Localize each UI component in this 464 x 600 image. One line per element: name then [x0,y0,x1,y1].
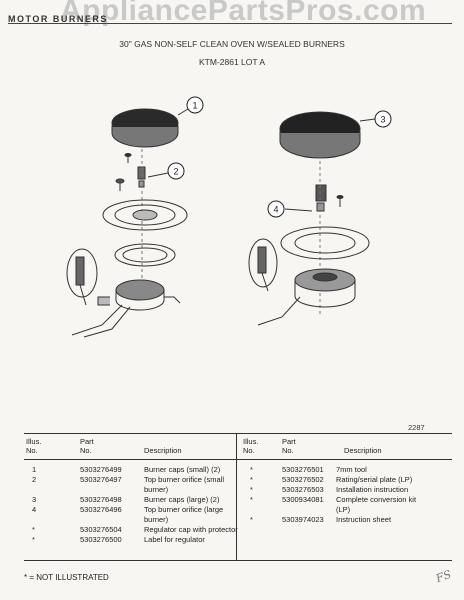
burner-base-plate [280,226,370,260]
right-parts-list: * 5303276501 7mm tool * 5303276502 Rating/ser… [0,465,464,555]
description-header-right: Description [344,446,382,455]
illus-cell: * [32,525,35,534]
section-label: MOTOR BURNERS [8,14,108,24]
svg-text:4: 4 [273,205,278,215]
diagram-number: 2287 [408,423,425,432]
part-number-cell: 5303276500 [80,535,122,544]
small-burner-cap [111,108,179,148]
callout-4: 4 [267,200,285,218]
description-cell: burner) [144,485,169,494]
illus-header-right: Illus.No. [243,437,259,455]
part-number-cell: 5303276496 [80,505,122,514]
part-number-cell: 5300934081 [282,495,324,504]
page-title: 30" GAS NON-SELF CLEAN OVEN W/SEALED BUR… [119,39,345,49]
illus-cell: 1 [32,465,37,474]
description-cell: Complete conversion kit [336,495,417,504]
callout-3: 3 [374,110,392,128]
description-cell: Regulator cap with protector [144,525,238,534]
part-number-cell: 5303276497 [80,475,122,484]
illus-cell: * [250,515,253,524]
illus-header: Illus.No. [26,437,42,455]
description-cell: Installation instruction [336,485,409,494]
description-cell: 7mm tool [336,465,367,474]
part-number-cell: 5303276498 [80,495,122,504]
illus-cell: 3 [32,495,37,504]
handwritten-initials: FS [434,567,453,586]
table-header-rule [24,459,452,460]
part-number-cell: 5303276502 [282,475,324,484]
part-number-cell: 5303974023 [282,515,324,524]
burner-valve-assembly [257,268,356,326]
model-lot-subtitle: KTM-2861 LOT A [199,57,265,67]
callout-2: 2 [167,162,185,180]
part-number-cell: 5303276503 [282,485,324,494]
description-cell: Rating/serial plate (LP) [336,475,413,484]
large-burner-orifice [315,184,327,212]
table-column-divider [236,433,237,560]
description-cell: Label for regulator [144,535,205,544]
description-cell: Burner caps (small) (2) [144,465,221,474]
burner-base-plate [102,199,188,231]
left-parts-list: 1 5303276499 Burner caps (small) (2) 2 53032… [0,465,238,555]
watermark: AppliancePartsPros.com [60,0,427,27]
table-bottom-rule [24,560,452,561]
illus-cell: * [250,475,253,484]
illus-cell: * [250,465,253,474]
burner-valve-assembly [71,279,181,338]
table-top-rule [24,433,452,434]
screw [336,195,344,207]
large-burner-cap [279,111,361,159]
description-cell: Top burner orifice (large [144,505,224,514]
svg-text:3: 3 [380,115,385,125]
description-header: Description [144,446,182,455]
igniter-detail [248,238,278,292]
top-rule [8,23,452,24]
part-number-cell: 5303276501 [282,465,324,474]
seal-ring [114,243,176,267]
description-cell: Burner caps (large) (2) [144,495,220,504]
callout-1: 1 [186,96,204,114]
svg-text:2: 2 [173,167,178,177]
illus-cell: 4 [32,505,37,514]
igniter-detail [66,248,98,306]
illus-cell: * [250,495,253,504]
screw [124,153,132,163]
description-cell: Top burner orifice (small [144,475,225,484]
part-number-cell: 5303276499 [80,465,122,474]
illus-cell: * [250,485,253,494]
description-cell: burner) [144,515,169,524]
illus-cell: 2 [32,475,37,484]
description-cell: (LP) [336,505,351,514]
footnote: * = NOT ILLUSTRATED [24,573,109,582]
svg-text:1: 1 [192,101,197,111]
illus-cell: * [32,535,35,544]
description-cell: Instruction sheet [336,515,392,524]
screw [115,178,125,191]
part-number-cell: 5303276504 [80,525,122,534]
exploded-burner-diagram: 1 2 3 4 [66,96,392,338]
